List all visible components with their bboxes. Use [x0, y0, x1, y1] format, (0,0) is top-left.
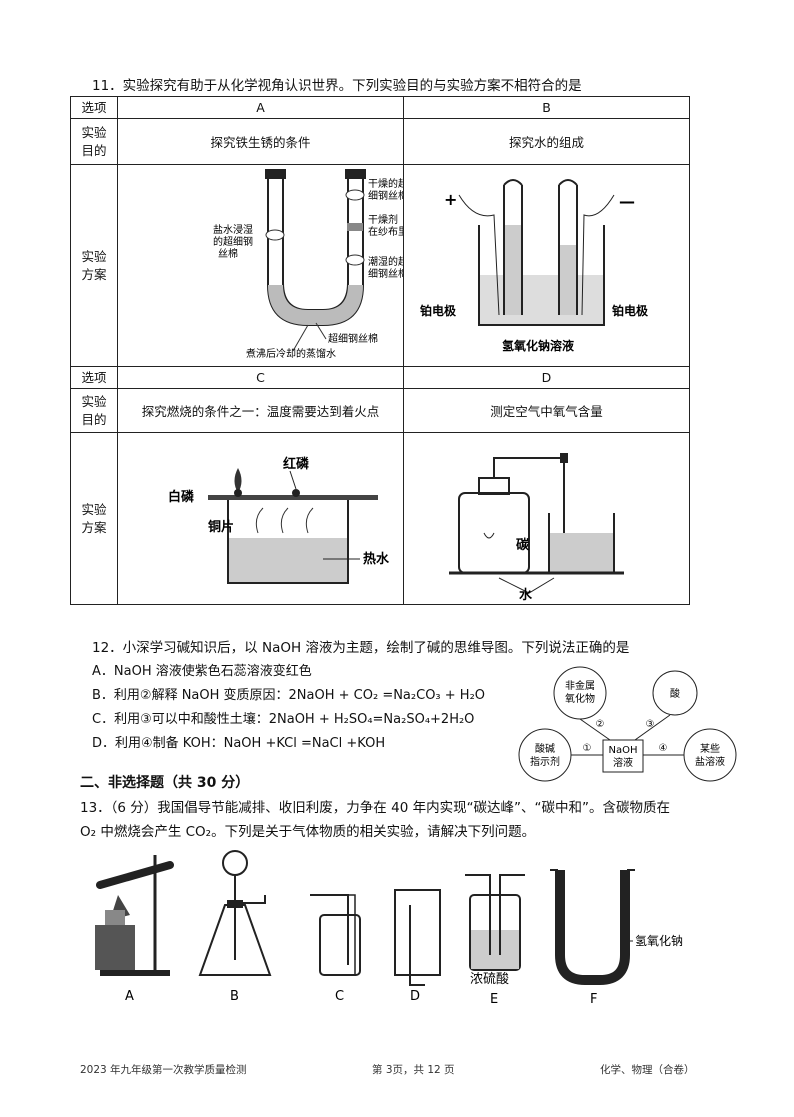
option-d-purpose: 测定空气中氧气含量 [403, 388, 690, 433]
header-label: 选项 [70, 96, 118, 119]
map-acid: 酸 [670, 687, 680, 700]
q12-stem: 12．小深学习碱知识后，以 NaOH 溶液为主题，绘制了碱的思维导图。下列说法正… [92, 640, 630, 656]
map-nonmetal-1: 非金属 [565, 679, 595, 692]
footer-left: 2023 年九年级第一次教学质量检测 [80, 1064, 247, 1076]
option-a-letter: A [117, 96, 404, 119]
option-a-diagram-cell: 干燥的超 细钢丝棉 干燥剂（装 在纱布里） 潮湿的超 细钢丝棉 盐水浸湿 的超细… [117, 164, 418, 367]
footer-center: 第 3页，共 12 页 [372, 1064, 455, 1076]
q13-line-1: 13．（6 分）我国倡导节能减排、收旧利废，力争在 40 年内实现“碳达峰”、“… [80, 800, 671, 816]
q13-line-2: O₂ 中燃烧会产生 CO₂。下列是关于气体物质的相关实验，请解决下列问题。 [80, 824, 536, 840]
map-salt-2: 盐溶液 [695, 755, 725, 768]
apparatus-label-d: D [410, 989, 420, 1004]
carbon-label: 碳 [516, 537, 530, 553]
copper-label: 铜片 [207, 519, 234, 535]
svg-text:细钢丝棉: 细钢丝棉 [368, 189, 403, 202]
purpose-label-2: 实验目的 [70, 388, 118, 433]
apparatus-row: 浓硫酸 氢氧化钠 A B C D E F [95, 850, 683, 1007]
apparatus-e: 浓硫酸 [465, 874, 525, 987]
map-center-2: 溶液 [613, 756, 633, 769]
apparatus-label-b: B [230, 989, 239, 1004]
white-p-label: 白磷 [168, 489, 195, 505]
apparatus-b [198, 850, 272, 976]
apparatus-a [95, 855, 174, 976]
map-center-1: NaOH [609, 745, 638, 756]
e-label: 浓硫酸 [470, 972, 509, 987]
label-wool: 超细钢丝棉 [328, 332, 378, 345]
minus-sign: — [619, 192, 635, 211]
apparatus-d [394, 889, 441, 986]
label-wet-wool: 潮湿的超 [368, 255, 403, 268]
svg-text:丝棉: 丝棉 [218, 247, 238, 260]
option-a-purpose: 探究铁生锈的条件 [117, 118, 404, 165]
apparatus-label-f: F [590, 992, 597, 1007]
q12-option-c: C．利用③可以中和酸性土壤：2NaOH + H₂SO₄=Na₂SO₄+2H₂O [92, 712, 475, 727]
plan-label: 实验方案 [70, 164, 118, 367]
apparatus-label-c: C [335, 989, 344, 1004]
q11-stem: 11．实验探究有助于从化学视角认识世界。下列实验目的与实验方案不相符合的是 [92, 78, 582, 94]
hot-water-label: 热水 [363, 551, 390, 567]
option-b-purpose: 探究水的组成 [403, 118, 690, 165]
apparatus-label-a: A [125, 989, 134, 1004]
q11-table: 选项 A B 实验目的 探究铁生锈的条件 探究水的组成 实验方案 [70, 96, 690, 605]
option-d-letter: D [403, 366, 690, 389]
map-num-2: ② [596, 719, 605, 730]
option-c-purpose: 探究燃烧的条件之一：温度需要达到着火点 [117, 388, 404, 433]
svg-text:的超细钢: 的超细钢 [213, 235, 253, 248]
q12-option-b: B．利用②解释 NaOH 变质原因：2NaOH + CO₂ =Na₂CO₃ + … [92, 688, 486, 703]
apparatus-c [310, 894, 361, 976]
section-title: 二、非选择题（共 30 分） [80, 775, 250, 791]
red-p-label: 红磷 [283, 456, 310, 472]
q12-option-d: D．利用④制备 KOH：NaOH +KCl =NaCl +KOH [92, 736, 386, 751]
option-b-letter: B [403, 96, 690, 119]
oxygen-content-diagram: 碳 水 [449, 453, 624, 603]
label-salt-wool: 盐水浸湿 [213, 223, 253, 236]
q12-option-a: A．NaOH 溶液使紫色石蕊溶液变红色 [92, 664, 312, 679]
water-label: 水 [519, 587, 533, 601]
option-c-diagram-cell: 红磷 白磷 铜片 热水 [117, 432, 404, 605]
plus-sign: + [444, 190, 457, 209]
purpose-label: 实验目的 [70, 118, 118, 165]
map-indicator-1: 酸碱 [535, 742, 555, 755]
left-electrode-label: 铂电极 [420, 303, 457, 318]
apparatus-f: 氢氧化钠 [550, 869, 683, 985]
option-c-letter: C [117, 366, 404, 389]
right-electrode-label: 铂电极 [612, 303, 649, 318]
svg-text:细钢丝棉: 细钢丝棉 [368, 267, 403, 280]
map-num-4: ④ [659, 743, 668, 754]
option-b-diagram-cell: + — 铂电极 铂电极 氢氧化钠溶液 [403, 164, 690, 367]
map-num-3: ③ [646, 719, 655, 730]
label-water: 煮沸后冷却的蒸馏水 [246, 347, 336, 360]
apparatus-label-e: E [490, 992, 498, 1007]
label-desiccant: 干燥剂（装 [368, 213, 403, 226]
plan-label-2: 实验方案 [70, 432, 118, 605]
header-label-2: 选项 [70, 366, 118, 389]
label-dry-wool: 干燥的超 [368, 177, 403, 190]
solution-label: 氢氧化钠溶液 [502, 338, 574, 353]
map-salt-1: 某些 [700, 742, 720, 755]
electrolysis-diagram: + — 铂电极 铂电极 氢氧化钠溶液 [420, 179, 649, 353]
f-label: 氢氧化钠 [635, 933, 683, 948]
option-d-diagram-cell: 碳 水 [403, 432, 690, 605]
footer-right: 化学、物理（合卷） [600, 1064, 695, 1076]
map-nonmetal-2: 氧化物 [565, 692, 595, 705]
map-indicator-2: 指示剂 [530, 755, 560, 768]
map-num-1: ① [583, 743, 592, 754]
combustion-diagram: 红磷 白磷 铜片 热水 [168, 456, 390, 584]
naoh-mind-map: 非金属 氧化物 酸 酸碱 指示剂 某些 盐溶液 NaOH 溶液 ① ② ③ ④ [518, 666, 737, 782]
svg-text:在纱布里）: 在纱布里） [368, 226, 403, 238]
rust-experiment-diagram: 干燥的超 细钢丝棉 干燥剂（装 在纱布里） 潮湿的超 细钢丝棉 盐水浸湿 的超细… [213, 169, 418, 360]
